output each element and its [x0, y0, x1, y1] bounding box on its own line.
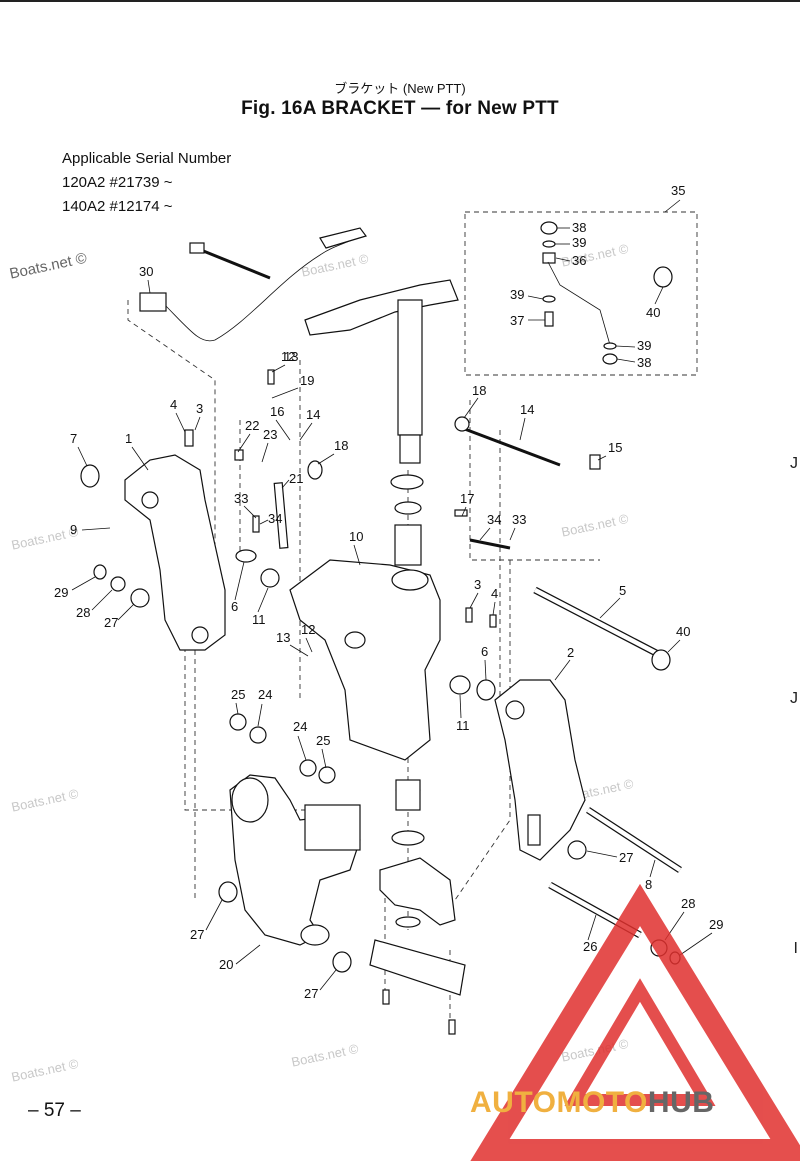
callout-label: 21 [289, 471, 303, 486]
callout-label: 7 [70, 431, 77, 446]
top-rule [0, 0, 800, 2]
callout-label: 11 [252, 612, 266, 627]
callout-label: 29 [54, 585, 68, 600]
serial-heading: Applicable Serial Number [62, 150, 232, 167]
rods [461, 426, 682, 939]
callout-label: 3 [196, 401, 203, 416]
callout-label: 24 [293, 719, 307, 734]
page-number: – 57 – [28, 1100, 81, 1121]
callout-label: 5 [619, 583, 626, 598]
callout-label: 27 [619, 850, 633, 865]
callout-label: 40 [646, 305, 660, 320]
callout-label: 3 [474, 577, 481, 592]
figure-title: Fig. 16A BRACKET — for New PTT [241, 98, 559, 119]
small-parts [80, 266, 681, 1035]
callout-label: 4 [170, 397, 177, 412]
callout-label: 10 [349, 529, 363, 544]
callout-label: 27 [104, 615, 118, 630]
ptt-unit [229, 774, 361, 946]
callout-label: 17 [460, 491, 474, 506]
swivel-bracket [289, 524, 441, 761]
callout-label: 33 [234, 491, 248, 506]
callout-label: 23 [263, 427, 277, 442]
callout-label: 8 [645, 877, 652, 892]
callout-label: 26 [583, 939, 597, 954]
callout-label: 39 [572, 235, 586, 250]
subtitle-japanese: ブラケット (New PTT) [334, 81, 466, 96]
callout-label: 39 [637, 338, 651, 353]
callout-label: 34 [268, 511, 282, 526]
callout-label: 14 [306, 407, 320, 422]
callout-label: 27 [304, 986, 318, 1001]
clamp-bracket-left [124, 454, 226, 651]
wiring-harness [139, 227, 367, 342]
callout-label: 19 [300, 373, 314, 388]
callouts: 1 2 3 3 4 4 5 6 6 7 8 9 10 11 11 12 12 1… [54, 183, 723, 1001]
callout-label: 6 [481, 644, 488, 659]
callout-label: 6 [231, 599, 238, 614]
callout-label: 20 [219, 957, 233, 972]
callout-label: 18 [472, 383, 486, 398]
callout-label: 18 [334, 438, 348, 453]
callout-label: 29 [709, 917, 723, 932]
logo-text-part1: AUTOMOTO [470, 1086, 648, 1119]
serial-line-2: 140A2 #12174 ~ [62, 198, 173, 215]
automotohub-logo: AUTOMOTOHUB [470, 1086, 714, 1120]
callout-label: 38 [572, 220, 586, 235]
callout-label: 27 [190, 927, 204, 942]
callout-label: 25 [316, 733, 330, 748]
edge-mark: J [790, 690, 798, 707]
callout-label: 28 [681, 896, 695, 911]
steering-arm [304, 279, 459, 464]
callout-label: 2 [567, 645, 574, 660]
callout-label: 22 [245, 418, 259, 433]
callout-label: 40 [676, 624, 690, 639]
callout-label: 4 [491, 586, 498, 601]
callout-label: 13 [276, 630, 290, 645]
logo-mark [470, 883, 800, 1161]
callout-label: 9 [70, 522, 77, 537]
callout-label: 12 [281, 349, 295, 364]
clamp-bracket-right [494, 679, 586, 861]
callout-label: 30 [139, 264, 153, 279]
callout-label: 39 [510, 287, 524, 302]
callout-label: 28 [76, 605, 90, 620]
callout-label: 36 [572, 253, 586, 268]
callout-label: 13 [284, 349, 298, 364]
callout-label: 16 [270, 404, 284, 419]
callout-label: 1 [125, 431, 132, 446]
callout-label: 11 [456, 718, 470, 733]
callout-label: 35 [671, 183, 685, 198]
callout-label: 14 [520, 402, 534, 417]
callout-label: 37 [510, 313, 524, 328]
callout-label: 24 [258, 687, 272, 702]
callout-label: 33 [512, 512, 526, 527]
callout-label: 38 [637, 355, 651, 370]
serial-line-1: 120A2 #21739 ~ [62, 174, 173, 191]
inset-parts [540, 221, 618, 365]
callout-label: 25 [231, 687, 245, 702]
lower-mount [369, 779, 466, 996]
logo-text-part2: HUB [647, 1086, 715, 1119]
edge-mark: I [793, 940, 798, 957]
edge-mark: J [790, 455, 798, 472]
callout-label: 34 [487, 512, 501, 527]
callout-label: 12 [301, 622, 315, 637]
callout-label: 15 [608, 440, 622, 455]
